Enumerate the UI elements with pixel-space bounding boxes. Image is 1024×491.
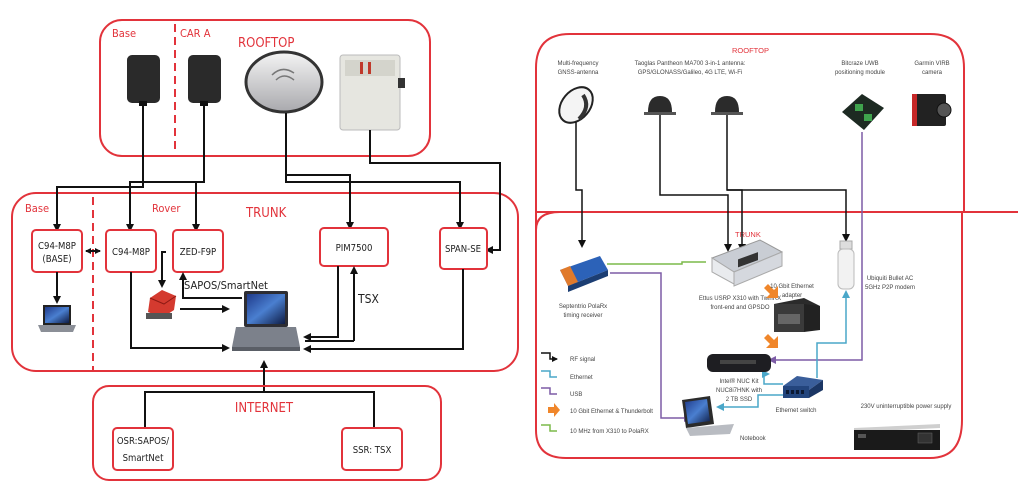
bitcraze-uwb-module-icon bbox=[842, 94, 884, 130]
base-laptop-icon bbox=[38, 272, 76, 332]
ubiquiti-label-line1: Ubiquiti Bullet AC bbox=[867, 276, 914, 282]
ubiquiti-bullet-modem-icon bbox=[837, 240, 855, 290]
legend-item-rf: RF signal bbox=[541, 352, 595, 363]
taoglas-antenna-1-icon bbox=[644, 96, 676, 115]
trunk-title: TRUNK bbox=[245, 206, 287, 221]
notebook-icon bbox=[682, 396, 734, 436]
ups-label: 230V uninterruptible power supply bbox=[861, 404, 952, 410]
10g-ethernet-adapter-icon bbox=[774, 298, 820, 332]
ethernet-cables bbox=[716, 290, 850, 411]
trunk-base-label: Base bbox=[25, 202, 49, 215]
thunderbolt-arrows bbox=[764, 284, 778, 348]
ups-icon bbox=[854, 424, 940, 450]
taoglas-label-line2: GPS/GLONASS/Galileo, 4G LTE, Wi-Fi bbox=[638, 70, 743, 76]
thunderbolt-arrow-icon bbox=[764, 334, 778, 348]
internet-frame bbox=[92, 385, 442, 481]
septentrio-label-line1: Septentrio PolaRx bbox=[559, 304, 607, 310]
right-trunk-frame bbox=[535, 212, 963, 459]
septentrio-label-line2: timing receiver bbox=[563, 313, 602, 319]
base-receiver-box: C94-M8P (BASE) bbox=[31, 229, 83, 273]
tsx-label: TSX bbox=[357, 292, 379, 306]
adapter-label-line1: 10 Gbit Ethernet bbox=[770, 284, 814, 290]
ettus-label-line1: Ettus USRP X310 with TwinRX bbox=[699, 296, 781, 302]
adapter-label-line2: adapter bbox=[782, 293, 802, 299]
ssr-label: SSR: TSX bbox=[353, 445, 392, 456]
right-rooftop-frame bbox=[535, 33, 965, 212]
span-se-box: SPAN-SE bbox=[439, 227, 488, 270]
legend-item-ethernet: Ethernet bbox=[541, 370, 593, 381]
bitcraze-label-line2: positioning module bbox=[835, 70, 886, 76]
right-rf-cables bbox=[575, 115, 850, 252]
nuc-label-line2: NUC8i7HNK with bbox=[716, 388, 762, 394]
legend-label: USB bbox=[570, 392, 582, 398]
span-receiver-unit-icon bbox=[339, 54, 405, 131]
osr-box: OSR:SAPOS/ SmartNet bbox=[112, 427, 174, 471]
bitcraze-usb-cable bbox=[768, 132, 863, 364]
rooftop-base-label: Base bbox=[112, 27, 136, 40]
trunk-data-cables bbox=[130, 266, 464, 392]
ubiquiti-label-line2: 5GHz P2P modem bbox=[865, 285, 915, 291]
notebook-label: Notebook bbox=[740, 436, 767, 442]
nuc-label-line1: Intel® NUC Kit bbox=[719, 378, 758, 385]
legend-item-usb: USB bbox=[541, 387, 582, 398]
garmin-label-line1: Garmin VIRB bbox=[914, 61, 949, 67]
taoglas-label-line1: Taoglas Pantheon MA700 3-in-1 antenna: bbox=[635, 61, 746, 67]
legend-label: Ethernet bbox=[570, 375, 593, 381]
pim7500-box: PIM7500 bbox=[319, 227, 389, 267]
zed-f9p-name: ZED-F9P bbox=[180, 247, 216, 258]
survey-antenna-icon bbox=[244, 50, 324, 114]
legend-item-thunderbolt: 10 Gbit Ethernet & Thunderbolt bbox=[548, 403, 653, 417]
gnss-antenna-label-line2: GNSS-antenna bbox=[558, 70, 599, 76]
base-receiver-role: (BASE) bbox=[42, 254, 71, 265]
osr-label-line1: OSR:SAPOS/ bbox=[117, 436, 169, 447]
internet-title: INTERNET bbox=[235, 401, 294, 416]
septentrio-usb-cable bbox=[610, 272, 692, 422]
legend-item-10mhz: 10 MHz from X310 to PolaRX bbox=[541, 424, 649, 435]
span-se-name: SPAN-SE bbox=[445, 244, 481, 255]
ref-10mhz-cable bbox=[607, 261, 706, 265]
multi-frequency-gnss-antenna-icon bbox=[558, 86, 594, 124]
rooftop-title: ROOFTOP bbox=[238, 36, 294, 51]
osr-label-line2: SmartNet bbox=[123, 453, 165, 464]
legend-label: 10 Gbit Ethernet & Thunderbolt bbox=[570, 409, 653, 415]
bitcraze-label-line1: Bitcraze UWB bbox=[841, 61, 878, 67]
rooftop-frame bbox=[99, 19, 431, 157]
intel-nuc-icon bbox=[707, 354, 771, 372]
ettus-usrp-x310-icon bbox=[710, 239, 784, 287]
thunderbolt-arrow-icon bbox=[764, 284, 778, 298]
rf-cables bbox=[53, 106, 501, 254]
internet-links bbox=[144, 391, 375, 428]
pim7500-name: PIM7500 bbox=[336, 243, 373, 254]
legend: RF signal Ethernet USB 10 Gbit Ethernet … bbox=[541, 352, 653, 435]
thunderbolt-arrow-icon bbox=[548, 403, 560, 417]
septentrio-receiver-icon bbox=[560, 256, 608, 292]
rover-receiver-box: C94-M8P bbox=[105, 229, 157, 273]
ssr-box: SSR: TSX bbox=[341, 427, 403, 471]
nuc-label-line3: 2 TB SSD bbox=[726, 397, 753, 403]
rooftop-car-label: CAR A bbox=[180, 27, 211, 40]
zed-f9p-box: ZED-F9P bbox=[172, 229, 224, 273]
base-patch-antenna-icon bbox=[127, 55, 160, 106]
right-rooftop-title: ROOFTOP bbox=[732, 46, 769, 55]
garmin-label-line2: camera bbox=[922, 70, 943, 76]
gnss-antenna-label-line1: Multi-frequency bbox=[557, 61, 598, 67]
right-trunk-title: TRUNK bbox=[735, 230, 761, 239]
sapos-smartnet-label: SAPOS/SmartNet bbox=[184, 279, 268, 292]
base-receiver-name: C94-M8P bbox=[38, 241, 76, 252]
legend-label: RF signal bbox=[570, 357, 595, 363]
trunk-rover-label: Rover bbox=[152, 202, 181, 215]
ethernet-switch-icon bbox=[783, 376, 823, 398]
rover-receiver-name: C94-M8P bbox=[112, 247, 150, 258]
garmin-virb-camera-icon bbox=[912, 94, 952, 126]
imu-sensor-icon bbox=[146, 251, 177, 319]
rover-laptop-icon bbox=[232, 291, 300, 351]
legend-label: 10 MHz from X310 to PolaRX bbox=[570, 429, 649, 435]
left-diagram: Base CAR A ROOFTOP Base Rover T bbox=[11, 19, 519, 481]
taoglas-antenna-2-icon bbox=[711, 96, 743, 115]
switch-label: Ethernet switch bbox=[775, 408, 816, 414]
rover-patch-antenna-icon bbox=[188, 55, 221, 106]
ettus-label-line2: front-end and GPSDO bbox=[710, 305, 769, 311]
right-diagram: ROOFTOP TRUNK Multi-frequency GNSS-anten… bbox=[535, 33, 1018, 459]
